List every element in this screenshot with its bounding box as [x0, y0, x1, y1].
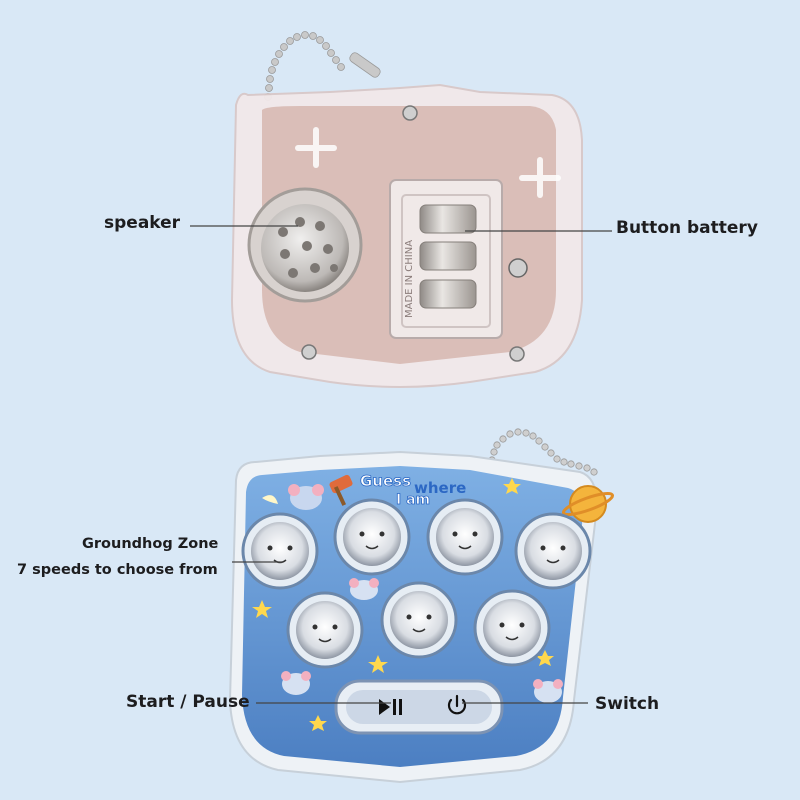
made-in-label: MADE IN CHINA	[404, 240, 415, 318]
control-bar	[334, 679, 504, 735]
title-i-am: I am	[396, 492, 430, 508]
groundhog-zone-label: Groundhog Zone	[82, 536, 219, 552]
groundhog-hole[interactable]	[333, 498, 411, 576]
cross-marks	[295, 127, 561, 198]
start-pause-label: Start / Pause	[126, 692, 250, 712]
moon-icon	[262, 495, 278, 504]
groundhog-holes	[241, 498, 592, 669]
power-button[interactable]	[447, 694, 467, 715]
battery-compartment: MADE IN CHINA	[389, 179, 503, 339]
star-icon	[252, 478, 554, 731]
device-front: Guess where I am	[228, 428, 615, 784]
groundhog-hole[interactable]	[286, 591, 364, 669]
screw-icon	[301, 105, 528, 362]
title-guess: Guess	[360, 472, 411, 490]
game-title: Guess where I am	[360, 472, 467, 509]
decorations	[252, 474, 615, 731]
speeds-label: 7 speeds to choose from	[17, 562, 218, 578]
hammer-icon	[329, 474, 353, 506]
title-where: where	[414, 479, 466, 497]
keychain-back	[264, 31, 381, 101]
speaker-icon	[247, 187, 363, 303]
mouse-icon	[281, 484, 563, 703]
callout-lines	[190, 225, 612, 704]
groundhog-hole[interactable]	[514, 512, 592, 590]
button-battery-label: Button battery	[616, 218, 758, 238]
keychain-front	[488, 428, 598, 476]
groundhog-hole[interactable]	[426, 498, 504, 576]
groundhog-hole[interactable]	[241, 512, 319, 590]
device-back: MADE IN CHINA	[230, 31, 583, 388]
groundhog-hole[interactable]	[473, 589, 551, 667]
groundhog-hole[interactable]	[380, 581, 458, 659]
switch-label: Switch	[595, 694, 660, 714]
speaker-label: speaker	[104, 213, 181, 233]
battery-icon	[419, 204, 477, 309]
